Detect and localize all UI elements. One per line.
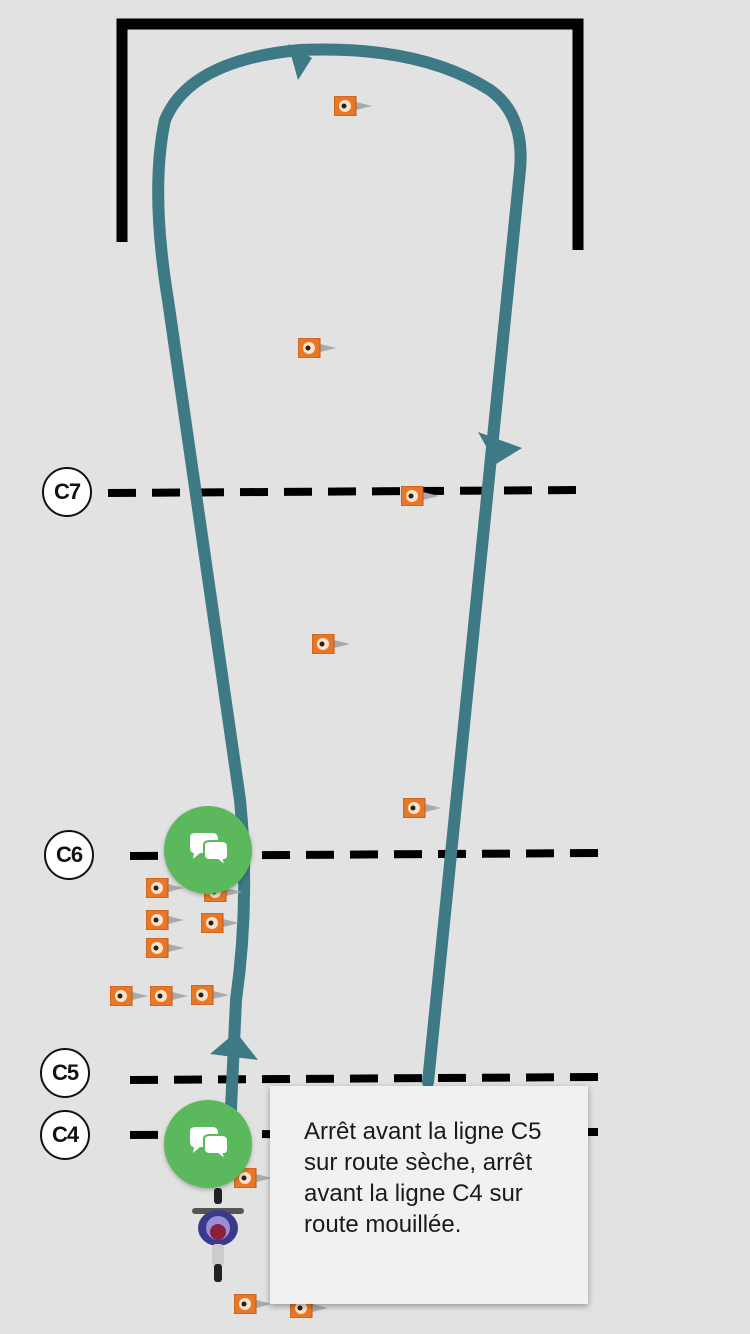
cone-marker <box>312 634 350 654</box>
instruction-text: Arrêt avant la ligne C5 sur route sèche,… <box>304 1118 542 1238</box>
cone-marker <box>150 986 188 1006</box>
course-goal-boundary <box>116 18 584 250</box>
motorcycle-icon <box>192 1188 244 1282</box>
cone-marker <box>234 1294 272 1314</box>
cone-marker <box>146 938 184 958</box>
cone-marker <box>110 986 148 1006</box>
chat-bubbles-icon <box>190 833 229 867</box>
dashed-line-c6 <box>129 849 599 860</box>
line-label-c6: C6 <box>44 830 94 880</box>
cone-marker <box>334 96 372 116</box>
chat-bubbles-icon <box>190 1127 229 1161</box>
line-label-c7: C7 <box>42 467 92 517</box>
direction-arrow-top <box>288 44 312 80</box>
cone-marker <box>201 913 239 933</box>
chat-button-c4[interactable] <box>164 1100 252 1188</box>
line-label-c4: C4 <box>40 1110 90 1160</box>
instruction-tooltip: Arrêt avant la ligne C5 sur route sèche,… <box>270 1086 588 1304</box>
direction-arrow-bottom <box>210 1032 258 1060</box>
cone-marker <box>146 878 184 898</box>
cone-marker <box>298 338 336 358</box>
cone-marker <box>401 486 439 506</box>
dashed-line-c7 <box>107 486 579 497</box>
cone-marker <box>146 910 184 930</box>
line-label-c5: C5 <box>40 1048 90 1098</box>
chat-button-c6[interactable] <box>164 806 252 894</box>
dashed-line-c5 <box>129 1073 599 1084</box>
trajectory-path <box>152 43 527 1136</box>
cone-marker <box>191 985 229 1005</box>
direction-arrow-right <box>478 432 522 464</box>
cone-marker <box>403 798 441 818</box>
